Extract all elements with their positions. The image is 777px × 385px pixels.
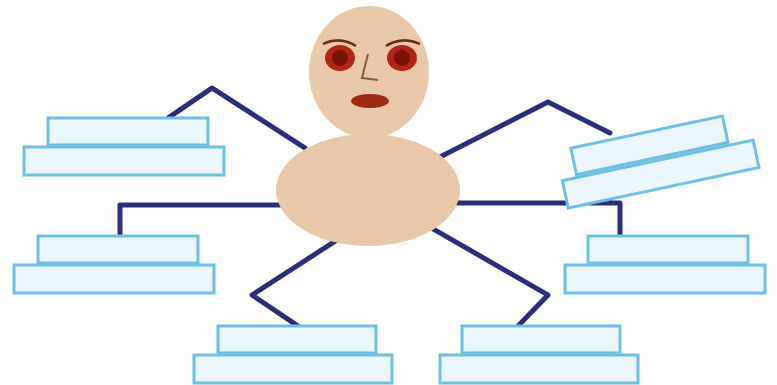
connector-bottom-right [428, 226, 548, 326]
right-pupil [394, 50, 410, 66]
tray-top-right [556, 111, 759, 208]
connector-mid-right [450, 203, 620, 236]
tray-mid-right [565, 236, 765, 293]
connector-bottom-left [252, 238, 340, 326]
mouth [351, 94, 389, 108]
left-pupil [332, 50, 348, 66]
person-body [276, 134, 460, 246]
connector-mid-left [120, 205, 290, 236]
tray-bottom-left [194, 326, 392, 383]
tray-mid-left [14, 236, 214, 293]
person-figure [276, 6, 460, 246]
tray-top-left [24, 118, 224, 175]
tray-bottom-right [440, 326, 638, 383]
person-head [309, 6, 429, 138]
